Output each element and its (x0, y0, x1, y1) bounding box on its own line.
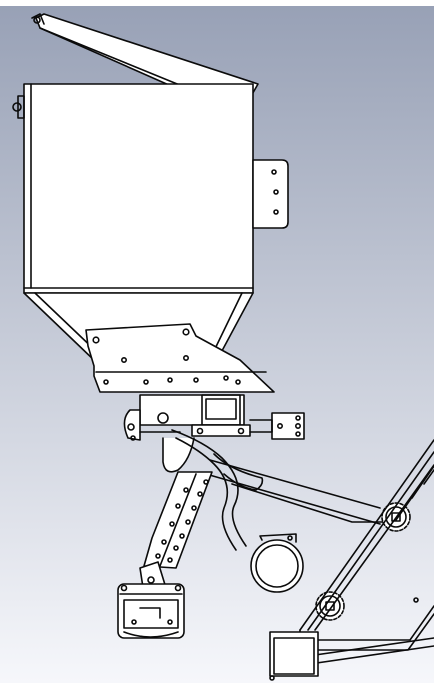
side-mount-plate[interactable] (252, 159, 289, 229)
hopper-box[interactable] (12, 83, 254, 294)
hose-clamp-ring[interactable] (250, 533, 304, 593)
frame-foot[interactable] (269, 631, 319, 681)
window-top-strip (0, 0, 434, 6)
mount-flange[interactable] (85, 323, 275, 393)
valve-block[interactable] (123, 394, 251, 441)
hose-loop[interactable] (162, 429, 264, 551)
side-bracket[interactable] (249, 412, 305, 440)
wheel-bracket[interactable] (117, 583, 185, 639)
